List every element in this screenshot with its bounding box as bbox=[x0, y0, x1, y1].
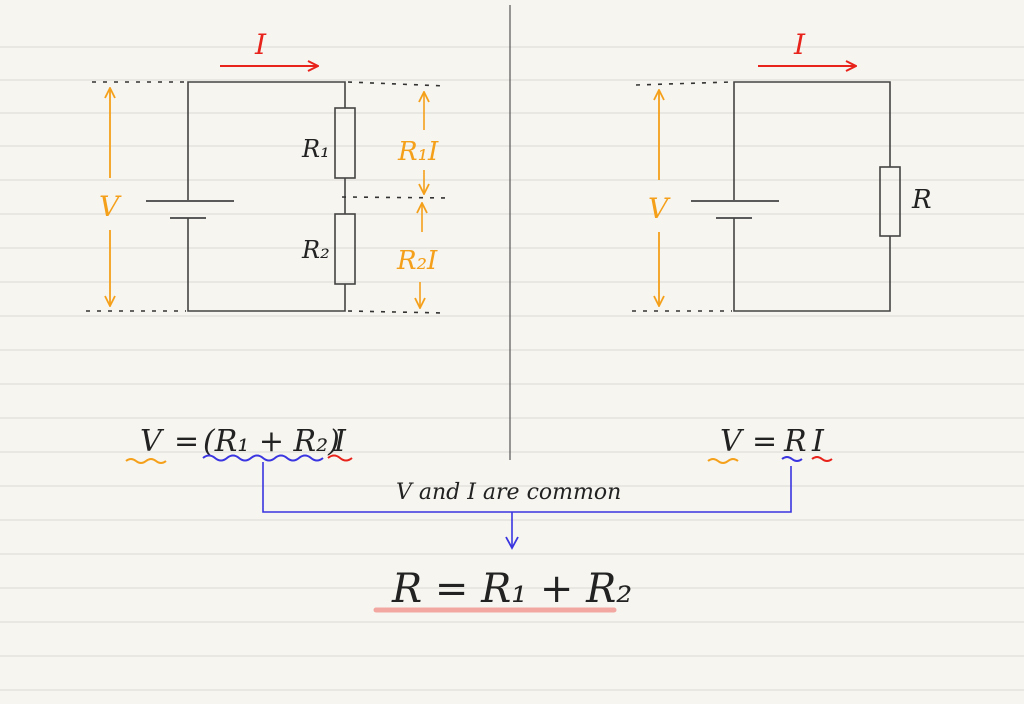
left-wires bbox=[187, 81, 346, 312]
resistor-label-r: R bbox=[911, 185, 932, 215]
common-note: V and I are common bbox=[396, 480, 621, 505]
notebook-lines bbox=[0, 46, 1024, 691]
underline-v-left bbox=[125, 458, 167, 464]
right-eq-equals: = bbox=[752, 424, 777, 459]
right-circuit: I V R bbox=[632, 28, 932, 312]
drop-label-r2: R₂I bbox=[396, 246, 438, 276]
battery-icon bbox=[146, 200, 234, 219]
underline-resistance-left bbox=[202, 454, 324, 462]
resistor-icon bbox=[879, 166, 901, 237]
left-circuit: I V R₁ R₂ R₁I R₂I bbox=[86, 28, 453, 314]
voltage-label-left: V bbox=[99, 190, 122, 223]
drop-arrows bbox=[420, 92, 424, 308]
resistor-label-r1: R₁ bbox=[301, 135, 330, 163]
current-label-right: I bbox=[793, 28, 806, 61]
underline-v-right bbox=[707, 458, 739, 464]
resistor-label-r2: R₂ bbox=[301, 236, 330, 264]
common-bracket bbox=[262, 462, 792, 550]
right-eq-v: V bbox=[720, 424, 745, 459]
result-equation: R = R₁ + R₂ bbox=[391, 566, 632, 612]
underline-r-right bbox=[781, 456, 803, 462]
drop-label-r1: R₁I bbox=[397, 137, 439, 167]
right-equation: V = R I bbox=[707, 424, 833, 464]
resistor-icon bbox=[334, 213, 356, 285]
right-wires bbox=[733, 81, 891, 312]
battery-icon bbox=[691, 200, 779, 219]
voltage-label-right: V bbox=[648, 192, 671, 225]
current-label-left: I bbox=[254, 28, 267, 61]
underline-i-left bbox=[327, 454, 353, 462]
right-guide-lines bbox=[632, 81, 733, 312]
left-guide-lines bbox=[86, 81, 453, 314]
left-equation: V = (R₁ + R₂) I bbox=[125, 424, 353, 464]
left-eq-i: I bbox=[333, 424, 347, 459]
underline-i-right bbox=[811, 456, 833, 462]
right-eq-r: R bbox=[783, 424, 807, 459]
resistor-icon bbox=[334, 107, 356, 179]
left-eq-v: V bbox=[140, 424, 165, 459]
left-eq-equals: = bbox=[174, 424, 199, 459]
left-eq-resistance: (R₁ + R₂) bbox=[203, 424, 340, 459]
right-eq-i: I bbox=[811, 424, 825, 459]
